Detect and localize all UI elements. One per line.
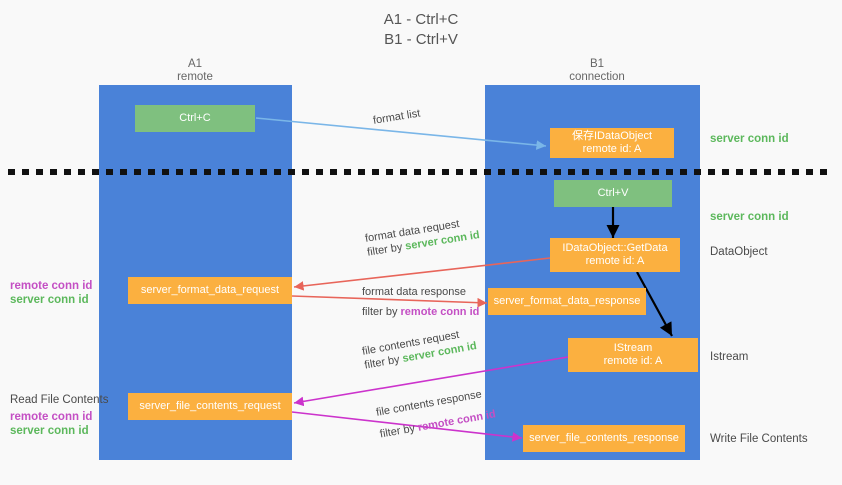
page-title: A1 - Ctrl+C B1 - Ctrl+V <box>0 10 842 50</box>
box-server-format-data-response-label: server_format_data_response <box>493 295 641 307</box>
column-b1-sub: connection <box>569 71 625 83</box>
annotation-format-data-response-line1: format data response <box>362 286 466 298</box>
box-getdata-line2: remote id: A <box>585 255 645 267</box>
right-label-dataobject: DataObject <box>710 246 768 258</box>
box-ctrl-v-label: Ctrl+V <box>597 187 629 199</box>
box-istream-line1: IStream <box>613 342 653 354</box>
left-label-remote-conn-id-1: remote conn id <box>10 280 93 292</box>
box-ctrl-c[interactable]: Ctrl+C <box>135 105 255 132</box>
column-b1-name: B1 <box>589 58 605 70</box>
right-label-server-conn-id-2: server conn id <box>710 211 789 223</box>
box-save-idataobject-line1: 保存IDataObject <box>571 130 653 142</box>
annotation-file-contents-response: file contents response filter by remote … <box>375 386 497 442</box>
column-header-b1: B1 connection <box>527 58 667 84</box>
left-label-remote-conn-id-2: remote conn id <box>10 411 93 423</box>
box-server-file-contents-response[interactable]: server_file_contents_response <box>523 425 685 452</box>
box-istream-line2: remote id: A <box>603 355 663 367</box>
box-ctrl-v[interactable]: Ctrl+V <box>554 180 672 207</box>
left-label-read-file-contents: Read File Contents <box>10 394 109 406</box>
right-label-write-file-contents: Write File Contents <box>710 433 808 445</box>
box-getdata-line1: IDataObject::GetData <box>562 242 668 254</box>
column-a1-name: A1 <box>187 58 203 70</box>
title-line-1: A1 - Ctrl+C <box>383 11 459 28</box>
box-server-format-data-request-label: server_format_data_request <box>140 284 280 296</box>
box-server-format-data-request[interactable]: server_format_data_request <box>128 277 292 304</box>
column-a1-sub: remote <box>177 71 213 83</box>
box-save-idataobject-line2: remote id: A <box>582 143 642 155</box>
box-ctrl-c-label: Ctrl+C <box>179 112 211 124</box>
annotation-file-contents-request: file contents request filter by server c… <box>361 325 478 372</box>
annotation-format-list-text: format list <box>372 107 422 127</box>
annotation-format-data-response: format data response filter by remote co… <box>362 285 479 319</box>
annotation-format-list: format list <box>372 107 421 128</box>
title-line-2: B1 - Ctrl+V <box>384 31 458 48</box>
box-server-format-data-response[interactable]: server_format_data_response <box>488 288 646 315</box>
column-header-a1: A1 remote <box>125 58 265 84</box>
box-server-file-contents-request[interactable]: server_file_contents_request <box>128 393 292 420</box>
box-server-file-contents-response-label: server_file_contents_response <box>529 432 679 444</box>
annotation-file-resp-prefix: filter by <box>378 421 420 441</box>
annotation-fmt-resp-value: remote conn id <box>400 306 480 318</box>
annotation-format-data-response-line2: filter by remote conn id <box>362 305 479 319</box>
box-idataobject-getdata[interactable]: IDataObject::GetData remote id: A <box>550 238 680 272</box>
box-save-idataobject[interactable]: 保存IDataObject remote id: A <box>550 128 674 158</box>
box-istream[interactable]: IStream remote id: A <box>568 338 698 372</box>
right-label-server-conn-id-1: server conn id <box>710 133 789 145</box>
right-label-istream: Istream <box>710 351 749 363</box>
annotation-fmt-resp-prefix: filter by <box>362 306 401 318</box>
box-server-file-contents-request-label: server_file_contents_request <box>139 400 281 412</box>
left-label-server-conn-id-2: server conn id <box>10 425 89 437</box>
left-label-server-conn-id-1: server conn id <box>10 294 89 306</box>
annotation-format-data-request: format data request filter by server con… <box>364 214 481 259</box>
